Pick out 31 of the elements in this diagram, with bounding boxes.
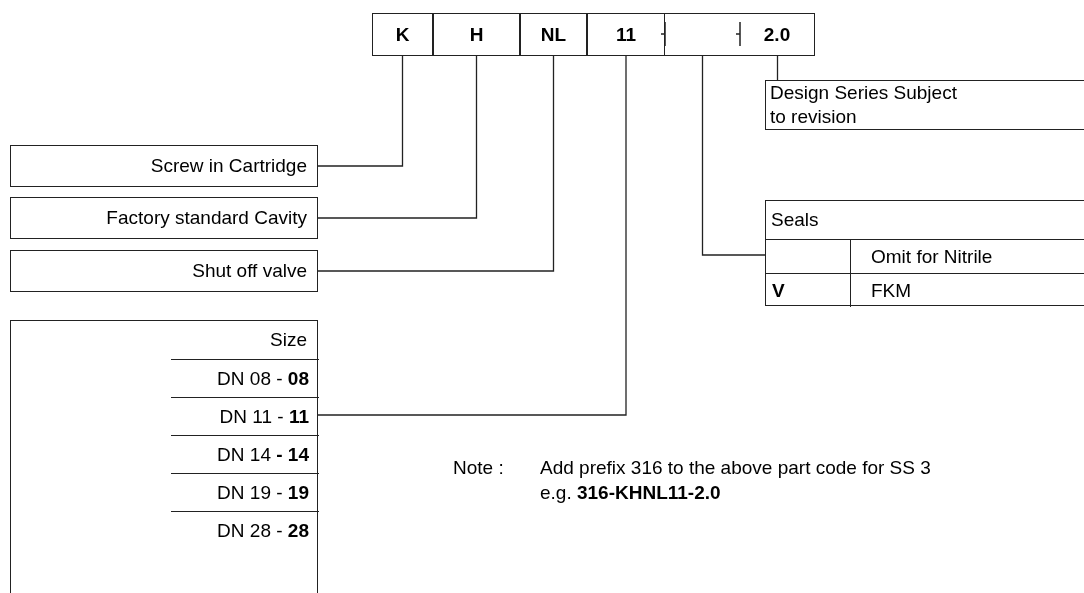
table-row: DN 28 - 28 <box>171 511 319 549</box>
table-row: DN 14 - 14 <box>171 435 319 473</box>
note-label: Note : <box>453 457 504 479</box>
note-text: Add prefix 316 to the above part code for SS 3 <box>540 457 931 479</box>
note-text: e.g. 316-KHNL11-2.0 <box>540 482 721 504</box>
description-box: Screw in Cartridge <box>10 145 318 187</box>
description-box: Factory standard Cavity <box>10 197 318 239</box>
code-cell: 2.0 <box>740 13 815 56</box>
table-cell: V <box>766 273 851 307</box>
table-heading: Size <box>270 329 307 351</box>
table-row: DN 19 - 19 <box>171 473 319 511</box>
table-heading: Seals <box>771 209 819 231</box>
table-cell: FKM <box>851 273 1084 307</box>
table-row: DN 08 - 08 <box>171 359 319 397</box>
code-cell: 11 <box>587 13 665 56</box>
leader-line <box>701 55 766 256</box>
seals-table <box>765 200 1084 306</box>
code-cell: NL <box>520 13 587 56</box>
table-row: DN 11 - 11 <box>171 397 319 435</box>
code-cell: K <box>372 13 433 56</box>
description-box: Design Series Subject to revision <box>765 80 1084 130</box>
empty-cell <box>766 239 851 273</box>
leader-line <box>317 55 555 272</box>
size-table <box>10 320 318 593</box>
table-cell: Omit for Nitrile <box>851 239 1084 273</box>
leader-line <box>317 55 404 167</box>
leader-line <box>776 55 779 81</box>
code-cell: H <box>433 13 520 56</box>
description-box: Shut off valve <box>10 250 318 292</box>
leader-line <box>317 55 478 219</box>
leader-line <box>317 55 627 416</box>
